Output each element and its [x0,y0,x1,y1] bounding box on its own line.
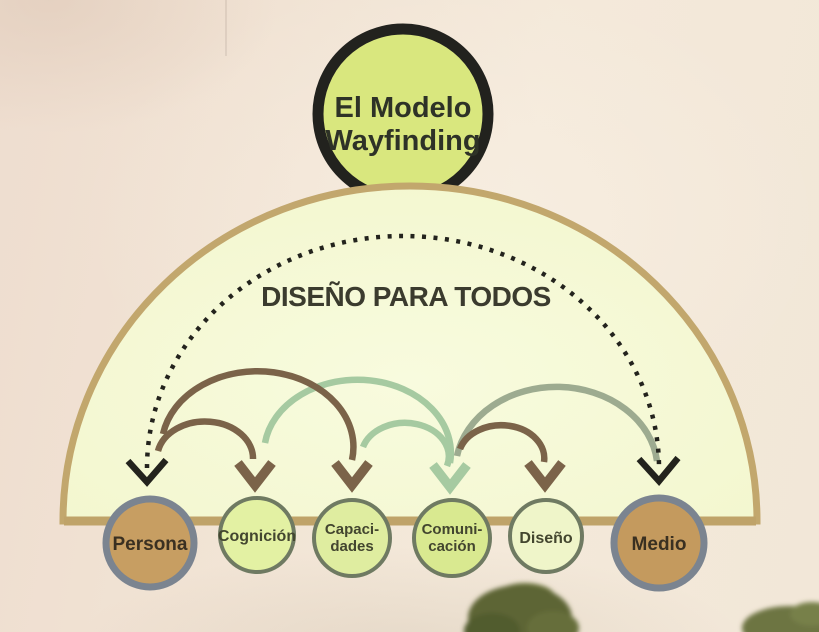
arrowhead-medio [636,455,681,486]
model-circle-label-line1: El Modelo [335,92,472,124]
arrowhead-comunicacion [429,462,471,495]
background-artifact-line [225,0,227,56]
node-comunicacion: Comuni- cación [412,498,492,578]
arc-persona-medio-dotted [125,233,681,487]
node-cognicion-label: Cognición [218,528,296,545]
node-capacidades-label-line2: dades [330,538,373,555]
arc-persona-capacidades [159,368,357,461]
dome-title: DISEÑO PARA TODOS [261,281,551,312]
nodes-row: Persona Cognición Capaci- dades Comuni- … [102,494,708,592]
node-cognicion-shape [218,496,296,574]
model-circle-label-line2: Wayfinding [325,125,480,157]
node-capacidades: Capaci- dades [312,498,392,578]
dome-shape [59,182,761,525]
node-capacidades-label-line1: Capaci- [325,521,379,538]
node-medio: Medio [610,494,708,592]
arc-persona-cognicion [154,418,257,460]
model-circle: El Modelo Wayfinding [312,23,494,205]
node-medio-label: Medio [632,534,687,555]
tree-foliage [527,611,579,632]
node-comunicacion-label-line1: Comuni- [422,521,483,538]
node-persona: Persona [102,495,198,591]
node-capacidades-shape [312,498,392,578]
background-trees [464,583,819,632]
tree-foliage [464,613,520,632]
node-medio-shape [610,494,708,592]
arrowhead-cognicion [234,460,276,493]
arrowhead-capacidades [331,460,373,493]
arc-cognicion-comunicacion [261,376,455,464]
tree-foliage [790,602,819,626]
node-diseno-label: Diseño [519,530,573,547]
node-persona-label: Persona [113,534,188,555]
arc-comunicacion-medio [453,383,661,462]
node-diseno-shape [508,498,584,574]
arc-capacidades-comunicacion [359,419,453,468]
dotted-arc-path [144,233,662,469]
node-comunicacion-shape [412,498,492,578]
relationship-arcs [154,368,661,495]
node-persona-shape [102,495,198,591]
arc-comunicacion-diseno [456,422,548,463]
node-diseno: Diseño [508,498,584,574]
arrowhead-diseno [524,460,566,493]
node-comunicacion-label-line2: cación [428,538,476,555]
arrowhead-persona [125,457,169,487]
node-cognicion: Cognición [218,496,296,574]
